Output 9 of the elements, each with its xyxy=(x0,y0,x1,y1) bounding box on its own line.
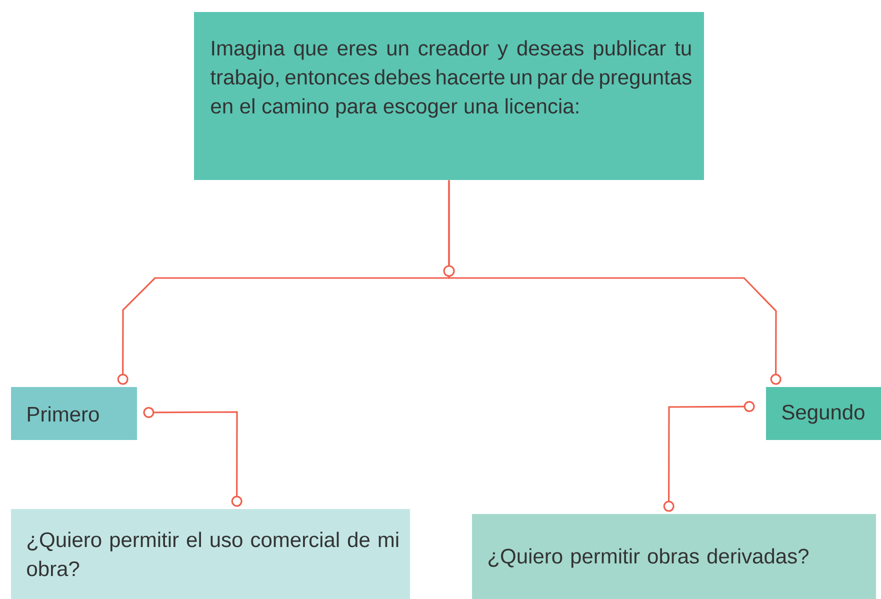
label-box: Primero xyxy=(11,387,137,440)
junction-dot xyxy=(443,265,455,277)
connector-line xyxy=(143,406,242,507)
question-box: ¿Quiero permitir obras derivadas? xyxy=(472,514,876,599)
question-box: ¿Quiero permitir el uso comercial de mi obra? xyxy=(11,509,410,599)
text-box: Imagina que eres un creador y deseas publicar tu trabajo, entonces debes hacerte un par de preguntas en el camino para escoger una licencia: xyxy=(194,12,704,180)
connector-line xyxy=(448,180,782,385)
label-box: Segundo xyxy=(766,387,881,440)
connector-line xyxy=(663,401,755,512)
